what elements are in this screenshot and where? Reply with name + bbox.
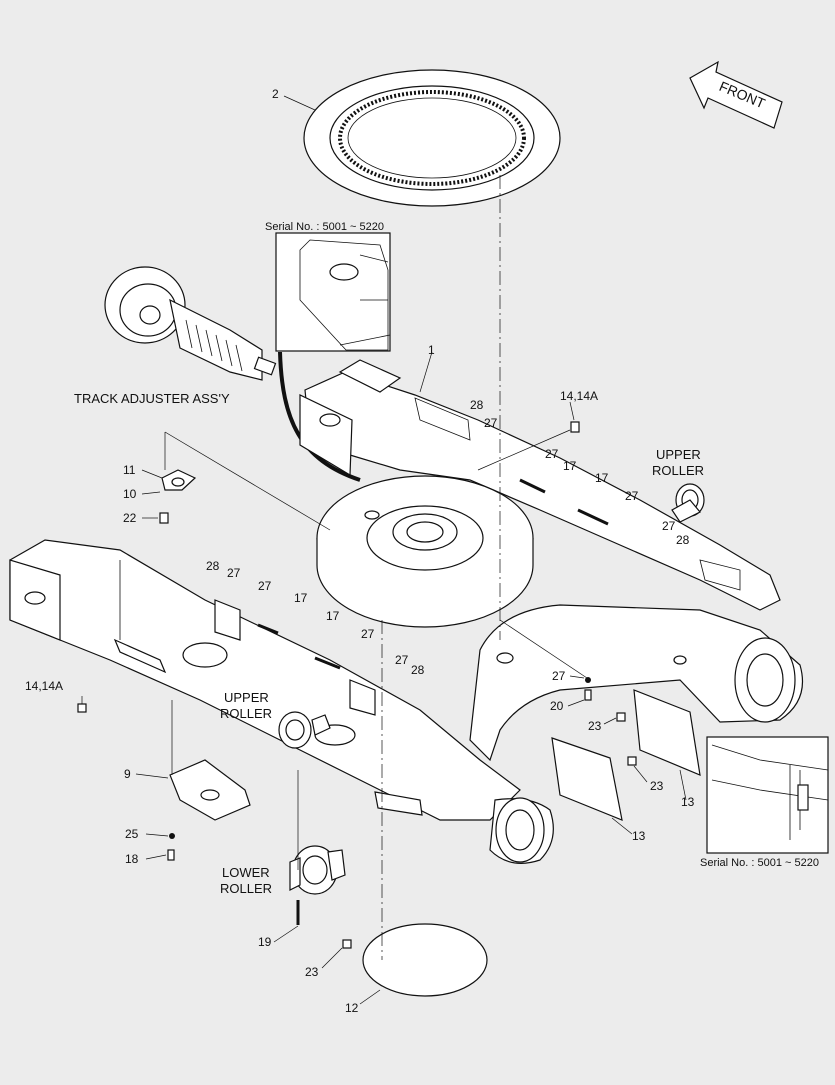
plate-11 bbox=[161, 469, 197, 491]
callout-9: 9 bbox=[124, 767, 131, 781]
callout-27f: 27 bbox=[258, 579, 272, 593]
callout-2: 2 bbox=[272, 87, 279, 101]
callout-28b: 28 bbox=[676, 533, 690, 547]
callout-13a: 13 bbox=[681, 795, 695, 809]
callout-23c: 23 bbox=[305, 965, 319, 979]
callout-27a: 27 bbox=[484, 416, 498, 430]
callout-23b: 23 bbox=[650, 779, 664, 793]
upper-roller-right-line1: UPPER bbox=[656, 447, 701, 462]
bracket-9 bbox=[169, 759, 251, 821]
callout-14a: 14,14A bbox=[560, 389, 598, 403]
callout-17b: 17 bbox=[595, 471, 609, 485]
leader-lines bbox=[81, 95, 687, 1005]
roller-labels: UPPER ROLLER UPPER ROLLER LOWER ROLLER bbox=[220, 447, 704, 896]
callout-27b: 27 bbox=[545, 447, 559, 461]
callout-13b: 13 bbox=[632, 829, 646, 843]
callout-20: 20 bbox=[550, 699, 564, 713]
upper-roller-left bbox=[278, 711, 331, 749]
callout-1: 1 bbox=[428, 343, 435, 357]
callout-22: 22 bbox=[123, 511, 137, 525]
callout-18: 18 bbox=[125, 852, 139, 866]
cover-13a bbox=[633, 689, 701, 776]
callout-28a: 28 bbox=[470, 398, 484, 412]
upper-roller-left-line2: ROLLER bbox=[220, 706, 272, 721]
callout-12: 12 bbox=[345, 1001, 359, 1015]
cover-12 bbox=[362, 923, 488, 997]
center-lines bbox=[164, 175, 591, 960]
front-arrow-icon bbox=[689, 60, 783, 129]
callout-23a: 23 bbox=[588, 719, 602, 733]
callout-11: 11 bbox=[123, 463, 136, 477]
track-frame-rear bbox=[469, 604, 804, 864]
callout-27c: 27 bbox=[625, 489, 639, 503]
bolts bbox=[77, 421, 637, 949]
callout-25: 25 bbox=[125, 827, 139, 841]
serial-label-top: Serial No. : 5001 ~ 5220 bbox=[265, 221, 384, 233]
callout-17c: 17 bbox=[294, 591, 308, 605]
callout-27h: 27 bbox=[395, 653, 409, 667]
upper-roller-left-line1: UPPER bbox=[224, 690, 269, 705]
callout-28d: 28 bbox=[411, 663, 425, 677]
callouts: 2 1 11 10 22 28 27 14,14A 27 17 17 27 27… bbox=[25, 87, 695, 1015]
callout-28c: 28 bbox=[206, 559, 220, 573]
callout-27g: 27 bbox=[361, 627, 375, 641]
lower-roller-line1: LOWER bbox=[222, 865, 270, 880]
callout-17d: 17 bbox=[326, 609, 340, 623]
lower-roller-line2: ROLLER bbox=[220, 881, 272, 896]
serial-label-bottom: Serial No. : 5001 ~ 5220 bbox=[700, 857, 819, 869]
serial-detail-top bbox=[275, 232, 391, 352]
callout-27d: 27 bbox=[662, 519, 676, 533]
side-frame-left bbox=[9, 539, 521, 821]
upper-roller-right-line2: ROLLER bbox=[652, 463, 704, 478]
callout-14b: 14,14A bbox=[25, 679, 63, 693]
lower-roller bbox=[289, 845, 346, 895]
serial-detail-bottom bbox=[706, 736, 829, 854]
callout-27i: 27 bbox=[552, 669, 566, 683]
center-turntable bbox=[316, 475, 534, 628]
callout-10: 10 bbox=[123, 487, 137, 501]
track-adjuster-assy bbox=[104, 266, 277, 381]
callout-17a: 17 bbox=[563, 459, 577, 473]
callout-19: 19 bbox=[258, 935, 272, 949]
swing-bearing-ring bbox=[303, 69, 561, 207]
upper-roller-right bbox=[671, 483, 705, 523]
callout-27e: 27 bbox=[227, 566, 241, 580]
track-adjuster-label: TRACK ADJUSTER ASS'Y bbox=[74, 391, 230, 406]
cover-13b bbox=[551, 737, 623, 821]
detail-connector bbox=[278, 351, 361, 482]
